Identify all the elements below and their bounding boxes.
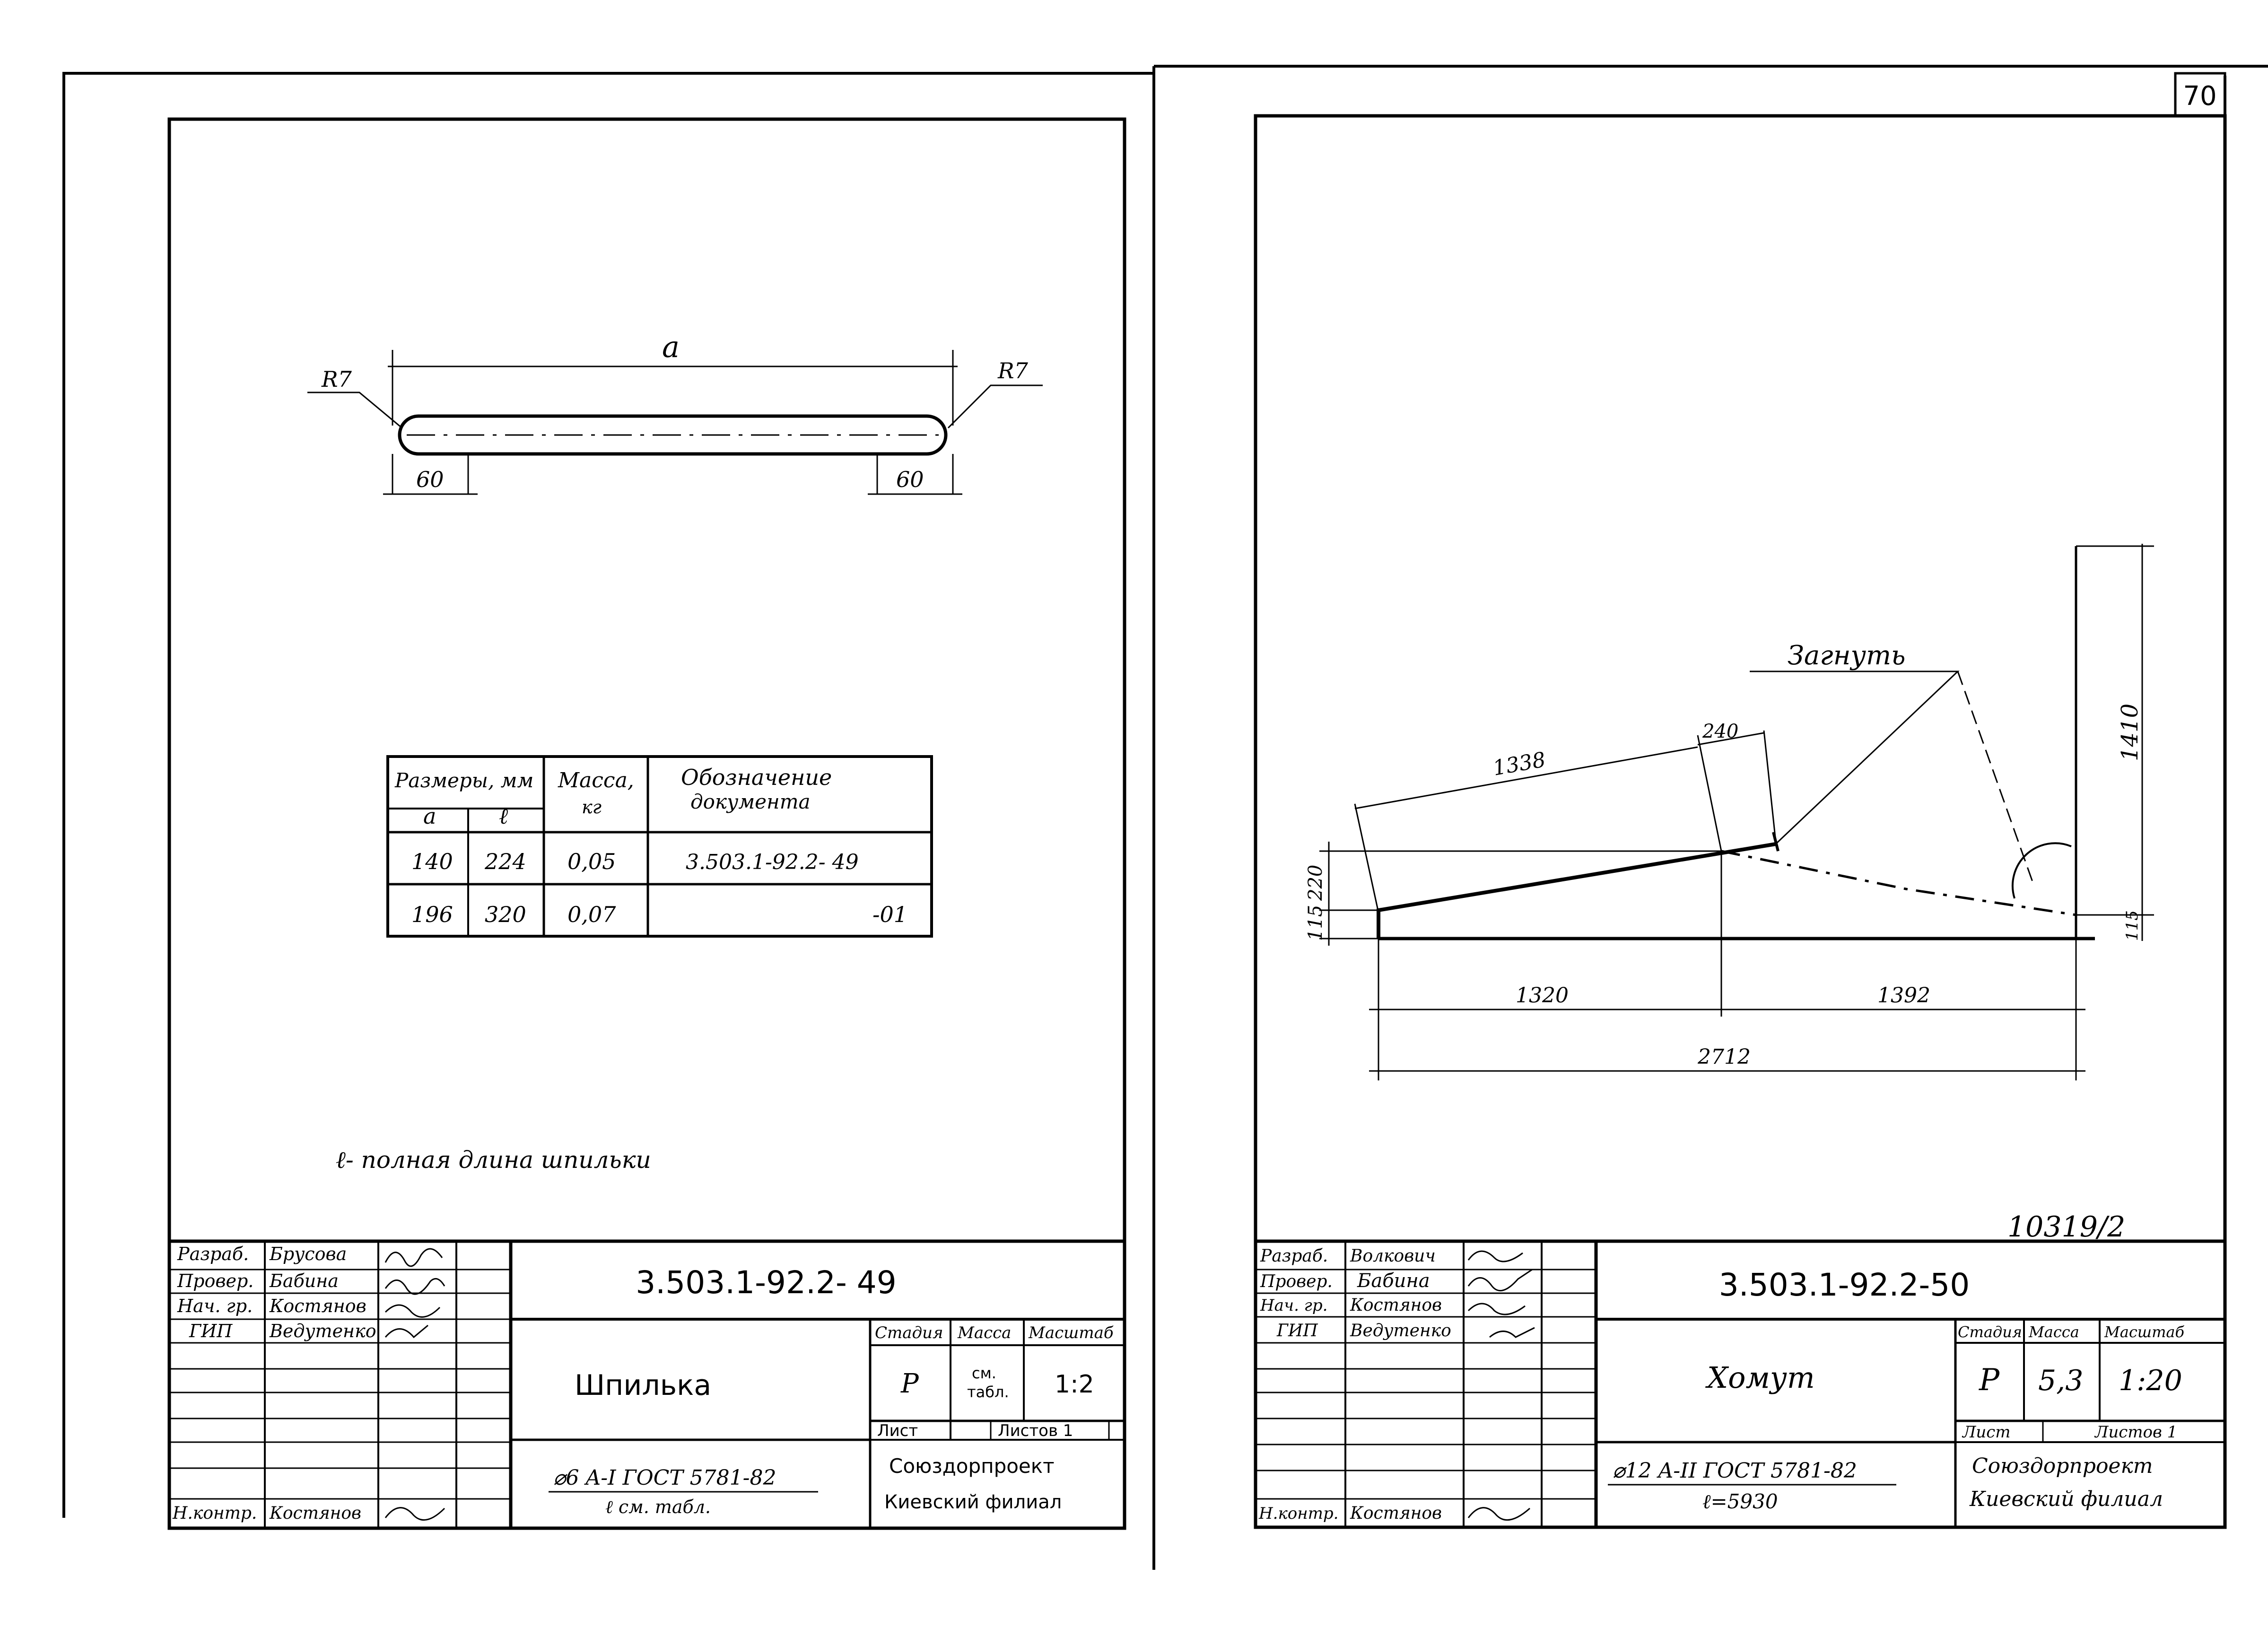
r-doc-name: Хомут	[1705, 1360, 1815, 1395]
l-name-4: Костянов	[269, 1504, 361, 1523]
r-org2: Киевский филиал	[1969, 1487, 2163, 1511]
bend-arc	[2012, 842, 2072, 899]
r-h-mass: Масса	[2028, 1323, 2079, 1341]
r-org1: Союздорпроект	[1972, 1454, 2153, 1478]
r-name-4: Костянов	[1350, 1504, 1442, 1523]
th-mass-unit: кг	[582, 797, 602, 818]
stud-outline	[398, 414, 948, 456]
l-name-2: Костянов	[269, 1296, 366, 1316]
dim-240-label: 240	[1702, 721, 1738, 742]
spec-table: Размеры, мм a ℓ Масса, кг Обозначение до…	[386, 755, 933, 938]
r-material2: ℓ=5930	[1702, 1490, 1778, 1513]
l-h-stage: Стадия	[875, 1323, 943, 1342]
l-org1: Союздорпроект	[889, 1454, 1055, 1478]
dim-115-label: 115	[1305, 905, 1326, 941]
page-number: 70	[2183, 81, 2216, 112]
dim-a-label: a	[662, 330, 680, 364]
clamp-slanted-bar	[1377, 842, 1776, 939]
l-h-mass: Масса	[957, 1323, 1011, 1342]
r-signatures	[1467, 1250, 1535, 1521]
th-sizes: Размеры, мм	[394, 769, 533, 792]
l-mass-2: табл.	[967, 1383, 1009, 1401]
r-role-0: Разраб.	[1260, 1246, 1328, 1266]
row2-mass: 0,07	[567, 902, 616, 927]
th-a: a	[423, 803, 436, 829]
r-stage: Р	[1979, 1363, 2000, 1398]
r-name-1: Бабина	[1357, 1270, 1430, 1292]
l-stage: Р	[900, 1368, 919, 1399]
l-material2: ℓ см. табл.	[605, 1497, 711, 1517]
r-role-4: Н.контр.	[1258, 1504, 1338, 1523]
l-role-1: Провер.	[177, 1271, 253, 1291]
bend-label: Загнуть	[1788, 640, 1906, 671]
l-role-3: ГИП	[189, 1321, 233, 1341]
l-sheets: Листов 1	[998, 1421, 1073, 1440]
row1-mass: 0,05	[567, 849, 616, 874]
th-mass: Масса,	[558, 768, 634, 792]
l-mass-1: см.	[972, 1364, 996, 1382]
r-sheets: Листов 1	[2094, 1423, 2177, 1442]
right-sheet-frame	[1254, 114, 2227, 1529]
l-role-4: Н.контр.	[172, 1504, 257, 1523]
l-role-0: Разраб.	[177, 1244, 249, 1264]
row2-doc: -01	[872, 902, 907, 927]
outer-frame	[62, 65, 2268, 1570]
dim-220-label: 220	[1305, 865, 1326, 901]
l-name-0: Брусова	[269, 1244, 347, 1264]
r7-left-label: R7	[321, 366, 352, 392]
l-role-2: Нач. гр.	[177, 1296, 253, 1316]
r-scale: 1:20	[2119, 1364, 2182, 1397]
r-name-0: Волкович	[1350, 1246, 1436, 1266]
r-role-3: ГИП	[1276, 1321, 1318, 1340]
r-doc-code: 3.503.1-92.2-50	[1719, 1267, 1970, 1303]
r-name-3: Ведутенко	[1350, 1321, 1451, 1340]
l-material: ⌀6 A-I ГОСТ 5781-82	[553, 1466, 776, 1490]
dim-60-right-label: 60	[896, 467, 924, 492]
l-doc-code: 3.503.1-92.2- 49	[636, 1264, 896, 1301]
stamp-number: 10319/2	[2007, 1210, 2125, 1244]
r-h-scale: Масштаб	[2104, 1323, 2185, 1341]
clamp-dashed-bend	[1721, 850, 2076, 916]
dim-1410-label: 1410	[2117, 704, 2143, 761]
stud-drawing: a R7 R7 60 60	[307, 330, 1043, 495]
l-signatures	[384, 1248, 445, 1521]
dim-2712-label: 2712	[1697, 1045, 1751, 1069]
th-l: ℓ	[499, 803, 508, 829]
r-material: ⌀12 A-II ГОСТ 5781-82	[1613, 1459, 1857, 1483]
l-name-1: Бабина	[269, 1271, 339, 1291]
right-title-block: Разраб. Провер. Нач. гр. ГИП Н.контр. Во…	[1256, 1239, 2225, 1527]
l-sheet: Лист	[877, 1421, 918, 1440]
left-sheet-frame	[167, 117, 1126, 1530]
r-sheet: Лист	[1962, 1423, 2011, 1442]
r-mass: 5,3	[2038, 1364, 2083, 1397]
l-org2: Киевский филиал	[884, 1491, 1062, 1513]
r-role-1: Провер.	[1260, 1272, 1333, 1291]
stud-length-note: ℓ- полная длина шпильки	[336, 1146, 651, 1174]
r-name-2: Костянов	[1350, 1296, 1442, 1315]
row2-a: 196	[411, 902, 453, 927]
dim-1320-label: 1320	[1516, 983, 1569, 1008]
l-h-scale: Масштаб	[1028, 1323, 1114, 1342]
row2-l: 320	[485, 902, 526, 927]
th-doc2: документа	[690, 790, 811, 813]
r-h-stage: Стадия	[1958, 1323, 2022, 1341]
left-title-block: Разраб. Провер. Нач. гр. ГИП Н.контр. Бр…	[169, 1239, 1125, 1528]
r-role-2: Нач. гр.	[1260, 1296, 1327, 1315]
page-number-box	[2174, 72, 2226, 117]
row1-doc: 3.503.1-92.2- 49	[686, 850, 859, 874]
dim-1392-label: 1392	[1877, 983, 1930, 1008]
row1-a: 140	[411, 849, 453, 874]
l-doc-name: Шпилька	[575, 1369, 711, 1402]
dim-60-left-label: 60	[416, 467, 444, 492]
l-name-3: Ведутенко	[269, 1321, 376, 1341]
row1-l: 224	[484, 849, 526, 874]
th-doc: Обозначение	[681, 765, 832, 790]
clamp-drawing: 1410 115 Загнуть 1338 240 220 115 1320 1…	[1305, 544, 2154, 1080]
r7-right-label: R7	[997, 358, 1029, 383]
l-scale: 1:2	[1055, 1370, 1094, 1399]
dim-115b-label: 115	[2123, 910, 2142, 941]
